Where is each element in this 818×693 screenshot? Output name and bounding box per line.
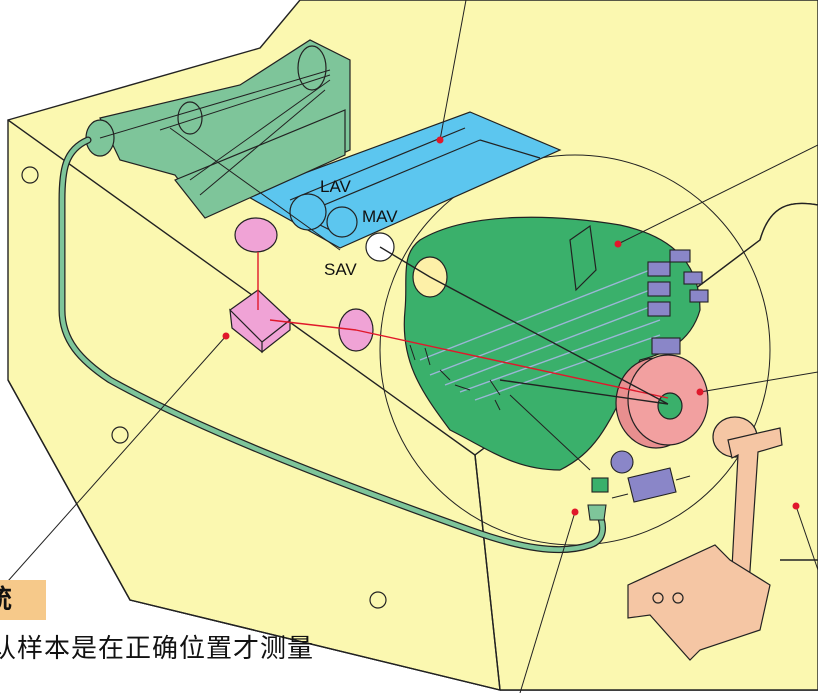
lever-bracket xyxy=(627,416,783,661)
actuator-block xyxy=(689,289,709,303)
photodiode xyxy=(591,477,609,493)
red-beam xyxy=(257,252,669,399)
actuator-block xyxy=(651,337,681,355)
callout-line xyxy=(795,505,818,571)
marker-dot xyxy=(696,388,704,396)
detector-tray-inner xyxy=(289,127,541,236)
fiber-coupler xyxy=(587,504,607,521)
laser-disk xyxy=(615,354,709,449)
marker-dot xyxy=(222,332,230,340)
screw-holes xyxy=(21,166,387,609)
section-description: 认样本是在正确位置才测量 xyxy=(0,628,340,665)
marker-dot xyxy=(571,508,579,516)
callout-line xyxy=(439,0,467,141)
marker-dot xyxy=(792,502,800,510)
magenta-lens-top xyxy=(234,217,278,253)
lever-pivot xyxy=(652,592,664,604)
screw-hole xyxy=(21,166,39,184)
actuator-block xyxy=(647,301,671,317)
mav-label: MAV xyxy=(362,207,398,226)
small-lens xyxy=(610,450,634,474)
lever-base xyxy=(627,544,771,661)
scatter-arrows xyxy=(409,344,591,471)
screw-hole xyxy=(369,591,387,609)
guide-rays xyxy=(419,269,661,401)
actuators xyxy=(647,249,709,355)
lever-pivot xyxy=(672,592,684,604)
callout-line xyxy=(519,511,576,693)
magenta-prism xyxy=(229,289,291,354)
optical-bench-plate xyxy=(174,109,346,219)
red-markers xyxy=(222,136,800,516)
callout-line xyxy=(617,144,818,245)
section-title-tag: 統 xyxy=(0,580,46,620)
solenoid-body xyxy=(627,467,677,503)
section-title: 統 xyxy=(0,585,12,615)
optical-rays xyxy=(99,69,341,251)
screw-hole xyxy=(111,426,129,444)
callout-line xyxy=(699,371,818,393)
actuator-block xyxy=(669,249,691,263)
description-text: 认样本是在正确位置才测量 xyxy=(0,634,315,664)
lav-aperture xyxy=(289,193,327,231)
fiber-cable-fill xyxy=(59,137,605,552)
marker-dot xyxy=(436,136,444,144)
black-beam xyxy=(379,246,669,405)
solenoid-pins xyxy=(611,475,691,499)
sav-label: SAV xyxy=(324,260,357,279)
callout-line xyxy=(0,335,227,591)
stage-fin xyxy=(569,224,597,292)
actuator-block xyxy=(647,281,671,297)
beams xyxy=(257,246,669,471)
laser-disk-hub xyxy=(657,392,683,420)
marker-dot xyxy=(614,240,622,248)
actuator-block xyxy=(683,271,703,285)
housing-edge-lines xyxy=(7,379,818,691)
actuator-block xyxy=(647,261,671,277)
lav-label: LAV xyxy=(320,177,352,196)
solenoid xyxy=(611,467,691,503)
mav-aperture xyxy=(326,206,358,238)
lens-b xyxy=(297,45,327,91)
optical-bench xyxy=(85,39,351,251)
